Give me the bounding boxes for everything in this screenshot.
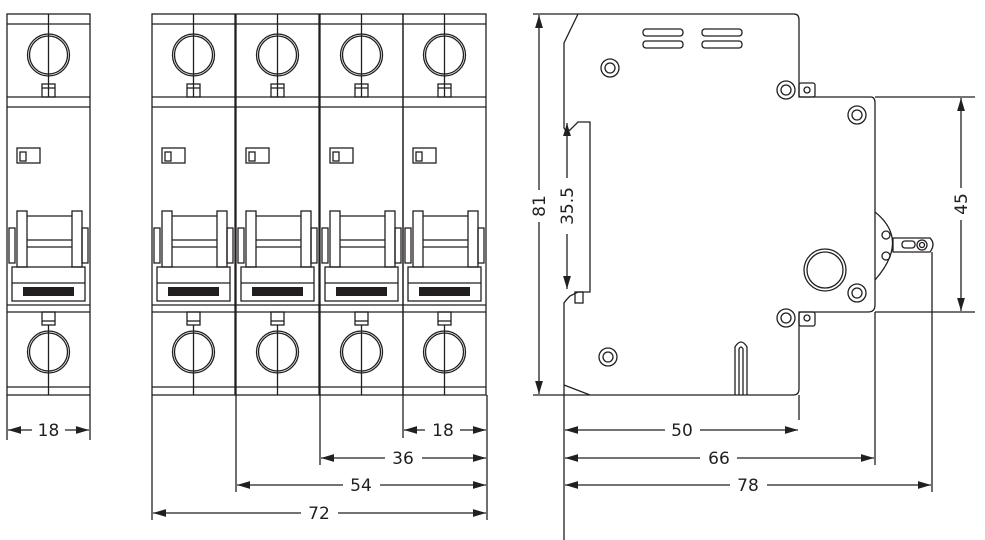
dimension-label: 18 [38,421,60,441]
single-pole-width-dimension: 18 [6,395,91,441]
four-pole-dimensions: 18 36 54 72 [151,395,488,524]
dimension-label: 18 [432,421,454,441]
pole-3 [319,13,404,396]
dimension-label: 66 [708,449,730,469]
dimension-label: 54 [350,476,372,496]
dimension-label: 35.5 [558,187,578,225]
dimension-label: 81 [530,195,550,217]
dimension-label: 72 [308,504,330,524]
dimension-label: 78 [737,476,759,496]
pole-2 [235,13,320,396]
single-pole-front-view [6,13,91,396]
dimension-label: 36 [392,449,414,469]
dimension-label: 45 [952,193,972,215]
pole-4 [402,13,487,396]
pole-1 [151,13,236,396]
four-pole-front-view [151,13,487,396]
side-view [563,13,934,540]
side-view-dimensions: 81 35.5 45 50 66 78 [530,13,975,496]
dimension-label: 50 [671,421,693,441]
